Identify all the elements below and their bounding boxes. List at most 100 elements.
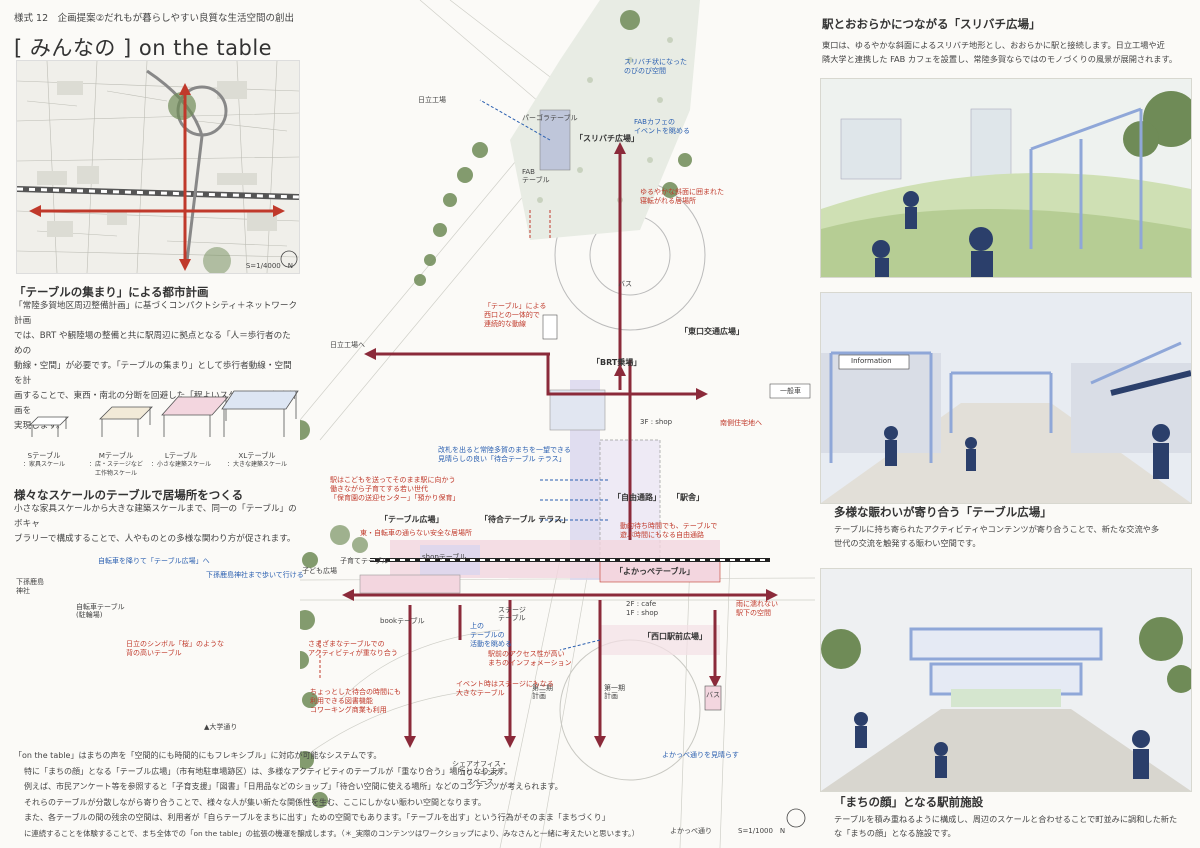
- site-plan: [300, 0, 815, 848]
- label-park-table: パーゴラテーブル: [522, 114, 578, 122]
- label-fab-table: FAB テーブル: [522, 168, 550, 184]
- note-red-2: 「テーブル」による 西口との一体的で 連続的な動線: [484, 302, 547, 328]
- note-red-6: 動的待ち時間でも、テーブルで 遊ぶ時間にもなる自由通路: [620, 522, 718, 539]
- panel-3-text: テーブルを積み重ねるように構成し、周辺のスケールと合わせることで町並みに調和した…: [834, 812, 1190, 840]
- label-bus-2: バス: [706, 691, 720, 699]
- note-red-3: 南側住宅地へ: [720, 419, 762, 427]
- text-line: 特に「まちの顔」となる「テーブル広場」（市有地駐車場跡区）は、多様なアクティビテ…: [24, 766, 513, 776]
- table-s-label: Sテーブル ：家具スケール: [14, 451, 74, 469]
- area-map: S=1/4000 N: [16, 60, 300, 274]
- note-blue-3: 上の テーブルの 活動を眺める: [470, 622, 512, 648]
- text-line: 世代の交流を触発する賑わい空間です。: [834, 538, 981, 548]
- note-blue-2: FABカフェの イベントを眺める: [634, 118, 690, 135]
- text-line: 「on the table」はまちの声を「空間的にも時間的にもフレキシブル」に対…: [14, 751, 382, 760]
- note-blue-5: 自転車を降りて「テーブル広場」へ: [98, 557, 210, 565]
- panel-2-title: 多様な賑わいが寄り合う「テーブル広場」: [834, 505, 1052, 519]
- note-red-11: 駅前のアクセス性が高い まちのインフォメーション: [488, 650, 572, 667]
- text-line: それらのテーブルが分散しながら寄り合うことで、様々な人が集い新たな関係性を生む、…: [24, 797, 486, 807]
- info-sign: Information: [851, 357, 892, 365]
- table-name: Lテーブル: [164, 451, 198, 460]
- label-east-plaza: 「東口交通広場」: [680, 327, 744, 336]
- label-general-car: 一般車: [780, 387, 801, 395]
- table-sub: ：家具スケール: [22, 461, 65, 468]
- bottom-description: 「on the table」はまちの声を「空間的にも時間的にもフレキシブル」に対…: [14, 748, 754, 841]
- label-book-table: bookテーブル: [380, 617, 425, 625]
- table-sub: ：小さな建築スケール: [150, 461, 211, 468]
- text-line: テーブルを積み重ねるように構成し、周辺のスケールと合わせることで町並みに調和した…: [834, 814, 1178, 824]
- plan-scale: S=1/1000 N: [738, 827, 786, 835]
- fab-table-block: [539, 109, 571, 171]
- label-bicycle: 自転車テーブル (駐輪場): [76, 603, 125, 619]
- table-l-icon: [161, 396, 229, 437]
- panel-1-text: 東口は、ゆるやかな斜面によるスリバチ地形とし、おおらかに駅と接続します。日立工場…: [822, 38, 1192, 66]
- table-xl-label: XLテーブル ：大きな建築スケール: [218, 451, 296, 469]
- label-waiting-terrace: 「待合テーブル テラス」: [480, 515, 571, 524]
- section-title-city-plan: 「テーブルの集まり」による都市計画: [14, 285, 209, 299]
- text-line: 例えば、市民アンケート等を参照すると「子育支援」「図書」「日用品などのショップ」…: [24, 782, 563, 791]
- sheet-header: 様式 12 企画提案②だれもが暮らしやすい良質な生活空間の創出: [14, 13, 295, 24]
- section-title-scales: 様々なスケールのテーブルで居場所をつくる: [14, 488, 244, 502]
- table-name: Mテーブル: [98, 451, 134, 460]
- text-line: 画することで、東西・南北の分断を回避した「程よいスケール」の都市計画を: [14, 391, 297, 416]
- section-text-scales: 小さな家具スケールから大きな建築スケールまで、同一の「テーブル」のボキャ ブラリ…: [14, 502, 299, 547]
- label-daigaku-street: ▲大学通り: [204, 723, 238, 731]
- text-line: 動線・空間」が必要です。「テーブルの集まり」として歩行者動線・空間を計: [14, 361, 292, 386]
- text-line: 小さな家具スケールから大きな建築スケールまで、同一の「テーブル」のボキャ: [14, 504, 297, 529]
- note-red-1: ゆるやかな斜面に囲まれた 寝転がれる居場所: [640, 188, 724, 205]
- label-kodomo: 子ども広場: [302, 567, 337, 575]
- page-title: [ みんなの ] on the table: [14, 36, 273, 60]
- label-shop-3f: 3F : shop: [640, 418, 673, 426]
- note-red-8: さまざまなテーブルでの アクティビティが重なり合う: [308, 640, 398, 657]
- text-line: 東口は、ゆるやかな斜面によるスリバチ地形とし、おおらかに駅と接続します。日立工場…: [822, 40, 1165, 50]
- text-line: な「まちの顔」となる施設です。: [834, 828, 956, 838]
- note-blue-6: 下孫鹿島神社まで歩いて行ける: [206, 571, 304, 579]
- label-shop-table: shopテーブル: [422, 553, 467, 561]
- panel-2-text: テーブルに持ち寄られたアクティビティやコンテンツが寄り合うことで、新たな交流や多…: [834, 522, 1190, 550]
- note-blue-7: よかっぺ通りを見晴らす: [662, 751, 739, 759]
- label-west-plaza: 「西口駅前広場」: [643, 632, 707, 641]
- table-sub: ：店・ステージなど 工作物スケール: [89, 461, 143, 477]
- note-red-4: 駅はこどもを送ってそのまま駅に向かう 働きながら子育てする若い世代 「保育園の送…: [330, 476, 460, 502]
- note-red-12: 雨に濡れない 駅下の空間: [736, 600, 778, 617]
- text-line: では、BRT や観陸場の整備と共に駅周辺に拠点となる「人＝歩行者のための: [14, 331, 291, 356]
- text-line: また、各テーブルの間の残余の空間は、利用者が「自らテーブルをまちに出す」ための空…: [24, 813, 610, 822]
- table-l-label: Lテーブル ：小さな建築スケール: [148, 451, 214, 469]
- text-line: に連続することを体験することで、まち全体での「on the table」の拡張の…: [24, 828, 640, 838]
- table-plaza-perspective-image: Information: [820, 292, 1192, 504]
- label-table-plaza: 「テーブル広場」: [380, 515, 444, 524]
- label-suribachi: 「スリバチ広場」: [575, 134, 639, 143]
- panel-3-title: 「まちの顔」となる駅前施設: [834, 795, 984, 809]
- label-shared-office: シェアオフィス・ コワーキング スペース: [452, 760, 508, 786]
- station-facility-perspective-image: [820, 568, 1192, 792]
- suribachi-perspective-image: [820, 78, 1192, 278]
- table-s-icon: [29, 416, 69, 437]
- note-blue-4: 改札を出ると常陸多賀のまちを一望できる 見晴らしの良い「待合テーブル テラス」: [438, 446, 571, 463]
- label-phase-1: 第一期 計画: [604, 684, 625, 700]
- table-name: Sテーブル: [27, 451, 61, 460]
- table-xl-icon: [221, 390, 299, 437]
- label-kosodate: 子育てテーブル: [340, 557, 389, 565]
- label-free-passage: 「自由通路」: [613, 493, 661, 502]
- note-red-10: イベント時はステージにもなる 大きなテーブル: [456, 680, 554, 697]
- label-station: 「駅舎」: [672, 493, 704, 502]
- table-scale-illustration: [29, 390, 299, 437]
- label-stage-table: ステージ テーブル: [498, 606, 526, 622]
- note-red-7: 日立のシンボル「桜」のような 背の高いテーブル: [126, 640, 224, 657]
- note-blue-1: スリバチ状になった のびのび空間: [624, 58, 687, 75]
- label-hitachi-factory-to: 日立工場へ: [330, 341, 365, 349]
- table-sub: ：大きな建築スケール: [226, 461, 287, 468]
- label-hitachi-factory: 日立工場: [418, 96, 446, 104]
- table-m-icon: [99, 406, 153, 437]
- text-line: テーブルに持ち寄られたアクティビティやコンテンツが寄り合うことで、新たな交流や多: [834, 524, 1160, 534]
- area-map-drawing: [17, 61, 299, 273]
- text-line: ブラリーで構成することで、人やものとの多様な関わり方が促されます。: [14, 534, 296, 544]
- label-cafe: 2F : cafe 1F : shop: [626, 600, 659, 617]
- note-red-5: 東・自転車の通らない安全な居場所: [360, 529, 472, 537]
- label-brt: 「BRT乗場」: [592, 358, 642, 367]
- note-red-9: ちょっとした待合の時間にも 利用できる図書機能 コワーキング商業も利用: [310, 688, 401, 714]
- section-text-city-plan: 「常陸多賀地区周辺整備計画」に基づくコンパクトシティ＋ネットワーク計画 では、B…: [14, 299, 299, 434]
- text-line: 隣大学と連携した FAB カフェを設置し、常陸多賀ならではのモノづくりの風景が展…: [822, 54, 1178, 64]
- panel-1-title: 駅とおおらかにつながる「スリバチ広場」: [822, 17, 1041, 31]
- map-scale: S=1/4000 N: [245, 262, 293, 270]
- table-name: XLテーブル: [238, 451, 276, 460]
